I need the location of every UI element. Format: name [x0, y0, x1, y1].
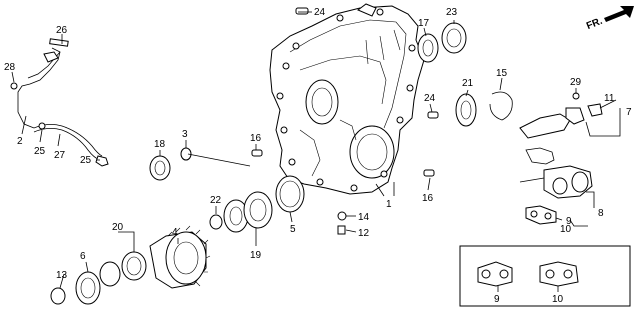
- pipe-assembly: [10, 38, 109, 167]
- callout-27: 27: [54, 150, 66, 161]
- callout-23: 23: [446, 7, 458, 18]
- callout-25: 25: [80, 155, 92, 166]
- callout-19: 19: [250, 250, 262, 261]
- leader-lines: [11, 11, 621, 292]
- callout-24: 24: [424, 93, 436, 104]
- dowel-pins: [251, 7, 439, 177]
- callout-26: 26: [56, 25, 68, 36]
- callout-2: 2: [17, 136, 23, 147]
- callout-18: 18: [154, 139, 166, 150]
- countershaft-gear-group: [50, 147, 347, 305]
- callout-10: 10: [552, 294, 564, 305]
- callout-6: 6: [80, 251, 86, 262]
- callout-24: 24: [314, 7, 326, 18]
- callout-15: 15: [496, 68, 508, 79]
- callout-20: 20: [112, 222, 124, 233]
- front-label: FR.: [585, 16, 604, 32]
- callout-16: 16: [422, 193, 434, 204]
- callout-16: 16: [250, 133, 262, 144]
- callout-14: 14: [358, 212, 370, 223]
- inset-box: [459, 245, 631, 307]
- callout-12: 12: [358, 228, 370, 239]
- callout-10: 10: [560, 224, 572, 235]
- callout-1: 1: [386, 199, 392, 210]
- callout-8: 8: [598, 208, 604, 219]
- front-direction-arrow-icon: [604, 6, 634, 22]
- callout-3: 3: [182, 129, 188, 140]
- callout-9: 9: [494, 294, 500, 305]
- callout-5: 5: [290, 224, 296, 235]
- callout-22: 22: [210, 195, 222, 206]
- callout-28: 28: [4, 62, 16, 73]
- callout-13: 13: [56, 270, 68, 281]
- callout-25: 25: [34, 146, 46, 157]
- callout-17: 17: [418, 18, 430, 29]
- transmission-housing: [269, 3, 425, 195]
- callouts: 26 28 2 25 27 25 24 17 23 15 21 24 29 11…: [4, 7, 632, 305]
- solenoid-assembly: [519, 92, 603, 225]
- callout-29: 29: [570, 77, 582, 88]
- callout-4: 4: [172, 227, 178, 238]
- callout-11: 11: [604, 93, 615, 104]
- callout-21: 21: [462, 78, 474, 89]
- callout-7: 7: [626, 107, 632, 118]
- callout-9: 9: [566, 216, 572, 227]
